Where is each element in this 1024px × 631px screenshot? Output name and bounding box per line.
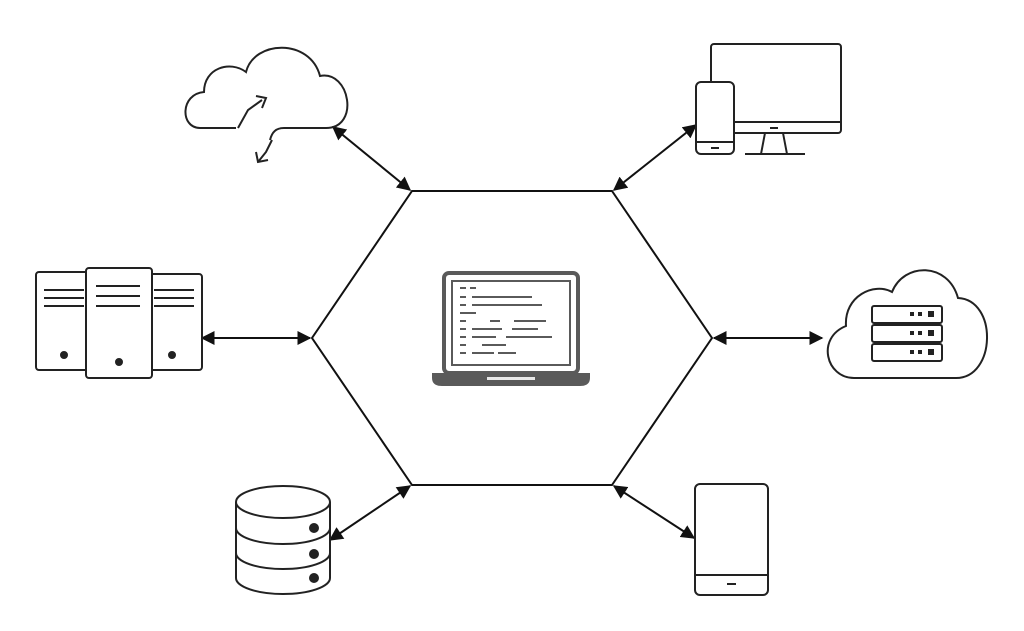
connector-desktop-mobile [612,124,698,191]
laptop-code-icon [432,271,590,386]
connector-cloud-sync [331,126,412,191]
server-rack-icon [35,267,203,379]
desktop-mobile-icon [695,43,842,155]
cloud-server-icon [826,269,988,379]
tablet-icon [694,483,769,596]
database-icon [235,485,331,595]
connector-tablet [612,485,696,539]
connector-database [328,485,412,541]
center-hexagon [310,190,714,486]
cloud-sync-icon [184,46,349,164]
